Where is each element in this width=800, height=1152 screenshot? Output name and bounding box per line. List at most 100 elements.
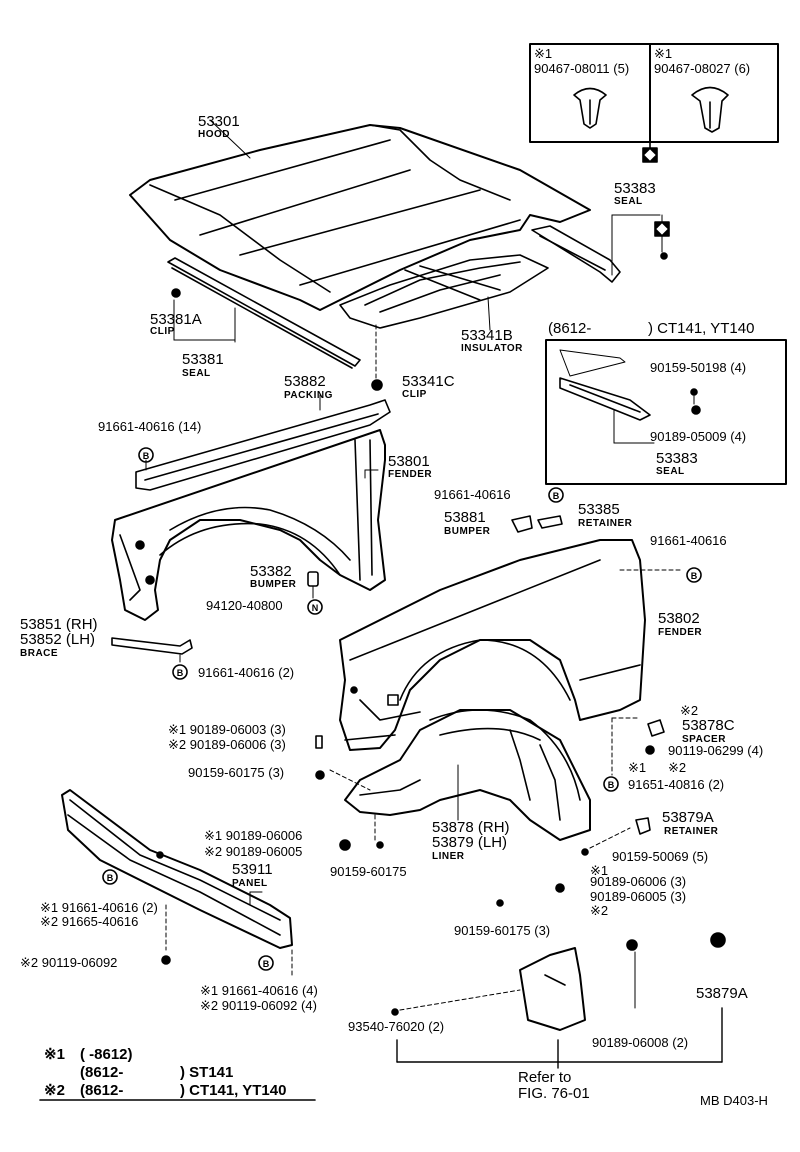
screw-60175-b: 90159-60175 (330, 864, 407, 879)
clip-53341C-number: 53341C (402, 373, 455, 390)
clip-right-part: 90467-08027 (6) (654, 61, 751, 76)
clip-53381A-number: 53381A (150, 311, 202, 328)
mark-s1: ※1 (628, 760, 647, 775)
svg-text:B: B (143, 451, 150, 461)
retainer-53879A-name: RETAINER (664, 826, 719, 837)
bumper-53881-shape (511, 515, 563, 533)
inset-range: (8612- (548, 320, 592, 337)
bumper-53881-name: BUMPER (444, 526, 491, 537)
fender-53802-number: 53802 (658, 610, 700, 627)
clip-icon-right (691, 86, 729, 133)
bolt-symbols (102, 447, 702, 971)
packing-name: PACKING (284, 390, 333, 401)
clip-53341C-name: CLIP (402, 389, 427, 400)
screw-panel4: ※2 90119-06092 (4) (200, 998, 317, 1013)
liner-name: LINER (432, 851, 465, 862)
liner-rh: 53878 (RH) (432, 819, 510, 836)
bolt-a2: ※2 90189-06006 (3) (168, 737, 286, 752)
screw-right2: 91661-40616 (650, 533, 727, 548)
screw-50069: 90159-50069 (5) (612, 849, 709, 864)
seal-53383-name: SEAL (614, 196, 643, 207)
fender-53802-shape (339, 539, 681, 751)
bolt-a1: ※1 90189-06003 (3) (168, 722, 286, 737)
panel-number: 53911 (232, 861, 273, 878)
screw-60175-a: 90159-60175 (3) (188, 765, 285, 780)
svg-text:B: B (107, 873, 114, 883)
inset-screw2: 90189-05009 (4) (650, 429, 747, 444)
bolt-c2: 90189-06005 (3) (590, 889, 687, 904)
bolt-b2: ※2 90189-06005 (204, 844, 303, 859)
seal-53383-number: 53383 (614, 180, 656, 197)
screw-76020: 93540-76020 (2) (348, 1019, 445, 1034)
bumper-53881-number: 53881 (444, 509, 486, 526)
retainer-53879A-number: 53879A (662, 809, 714, 826)
liner-lh: 53879 (LH) (432, 834, 508, 851)
svg-text:B: B (263, 959, 270, 969)
mark-s2: ※2 (668, 760, 687, 775)
bolt-06008: 90189-06008 (2) (592, 1035, 689, 1050)
insulator-name: INSULATOR (461, 343, 523, 354)
screws-left-middle (315, 735, 384, 851)
brace-lh: 53852 (LH) (20, 631, 96, 648)
brace-rh: 53851 (RH) (20, 616, 98, 633)
retainer-bottom: 53879A (696, 985, 748, 1002)
liner-shape (344, 709, 591, 841)
screw-06299: 90119-06299 (4) (668, 743, 764, 758)
retainer-53385-name: RETAINER (578, 518, 633, 529)
legend-row3-range: (8612- (80, 1082, 124, 1099)
packing-number: 53882 (284, 373, 326, 390)
packing-shape (135, 394, 391, 491)
seal-53381-number: 53381 (182, 351, 224, 368)
screw-panel1: ※1 91661-40616 (2) (40, 900, 158, 915)
svg-text:B: B (553, 491, 560, 501)
bumper-53382-name: BUMPER (250, 579, 297, 590)
screw-brace: 91661-40616 (2) (198, 665, 295, 680)
svg-text:B: B (177, 668, 184, 678)
seal-53381-shape (167, 257, 361, 369)
clip-left-mark: ※1 (534, 46, 553, 61)
screw-panel3: ※1 91661-40616 (4) (200, 983, 318, 998)
screw-60175-c: 90159-60175 (3) (454, 923, 551, 938)
bumper-53382-number: 53382 (250, 563, 292, 580)
legend-row3-mark: ※2 (44, 1082, 65, 1099)
fender-53801-number: 53801 (388, 453, 430, 470)
screw-right1: 91661-40616 (434, 487, 511, 502)
screw-14: 91661-40616 (14) (98, 419, 202, 434)
fender-53802-name: FENDER (658, 627, 703, 638)
hood-name: HOOD (198, 129, 230, 140)
clip-right-mark: ※1 (654, 46, 673, 61)
retainer-53385-number: 53385 (578, 501, 620, 518)
svg-text:B: B (691, 571, 698, 581)
mudguard-shape (391, 932, 726, 1069)
spacer-number: 53878C (682, 717, 735, 734)
spacer-mark: ※2 (680, 703, 699, 718)
panel-shape (61, 789, 293, 976)
svg-text:N: N (312, 603, 319, 613)
insulator-shape (339, 254, 549, 331)
refer-to: Refer to (518, 1069, 572, 1086)
spacer-name: SPACER (682, 734, 726, 745)
clip-left-part: 90467-08011 (5) (534, 61, 630, 76)
fender-53801-name: FENDER (388, 469, 433, 480)
bolt-c1: 90189-06006 (3) (590, 874, 687, 889)
bumper-53382-shape (307, 571, 319, 599)
screw-40816: 91651-40816 (2) (628, 777, 725, 792)
panel-name: PANEL (232, 878, 268, 889)
bolt-b1: ※1 90189-06006 (204, 828, 303, 843)
brace-name: BRACE (20, 648, 59, 659)
hood-number: 53301 (198, 113, 240, 130)
legend-row2-range: (8612- (80, 1064, 124, 1081)
brace-shape (111, 637, 193, 663)
insulator-number: 53341B (461, 327, 513, 344)
inset-screw1: 90159-50198 (4) (650, 360, 747, 375)
nut-94120: 94120-40800 (206, 598, 283, 613)
legend-row1-range: ( -8612) (80, 1046, 133, 1063)
clip-53381A-name: CLIP (150, 326, 175, 337)
svg-text:B: B (608, 780, 615, 790)
screw-panel2: ※2 91665-40616 (40, 914, 139, 929)
inset-seal-number: 53383 (656, 450, 698, 467)
spacer-53878C-shape (611, 717, 665, 835)
mark-s1b: ※1 (590, 863, 609, 878)
legend-row2-models: ) ST141 (180, 1064, 234, 1081)
seal-53383-shape (531, 214, 670, 283)
